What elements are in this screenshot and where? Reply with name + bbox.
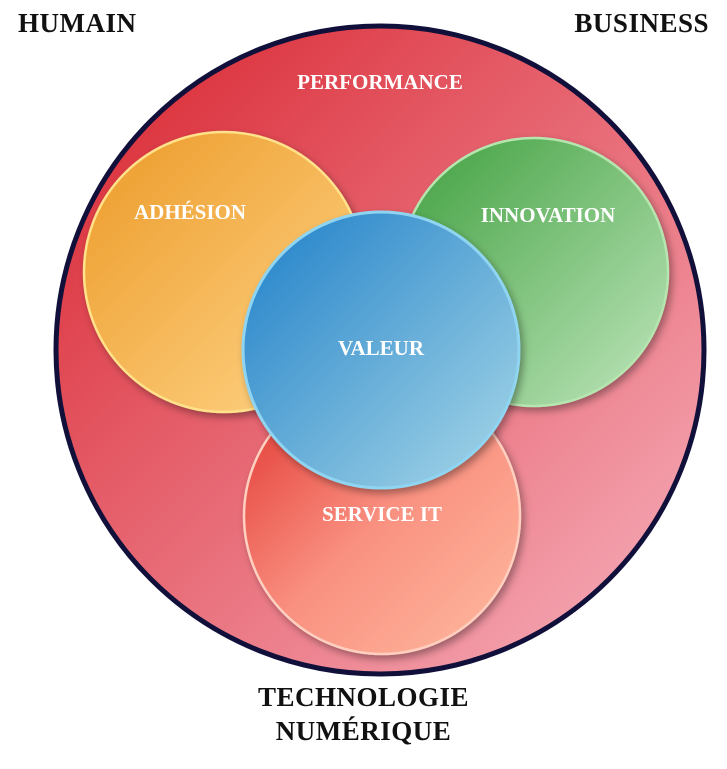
label-technologie: TECHNOLOGIE	[257, 682, 470, 712]
label-technologie-numerique: TECHNOLOGIE NUMÉRIQUE	[0, 680, 727, 748]
label-numerique: NUMÉRIQUE	[275, 716, 452, 746]
label-humain: HUMAIN	[18, 8, 137, 38]
adhesion-label: ADHÉSION	[134, 200, 246, 224]
performance-label: PERFORMANCE	[297, 70, 463, 94]
circle-valeur	[241, 210, 521, 490]
service-it-label: SERVICE IT	[322, 502, 442, 526]
valeur-label: VALEUR	[338, 336, 425, 360]
innovation-label: INNOVATION	[481, 203, 616, 227]
label-business: BUSINESS	[574, 8, 709, 38]
